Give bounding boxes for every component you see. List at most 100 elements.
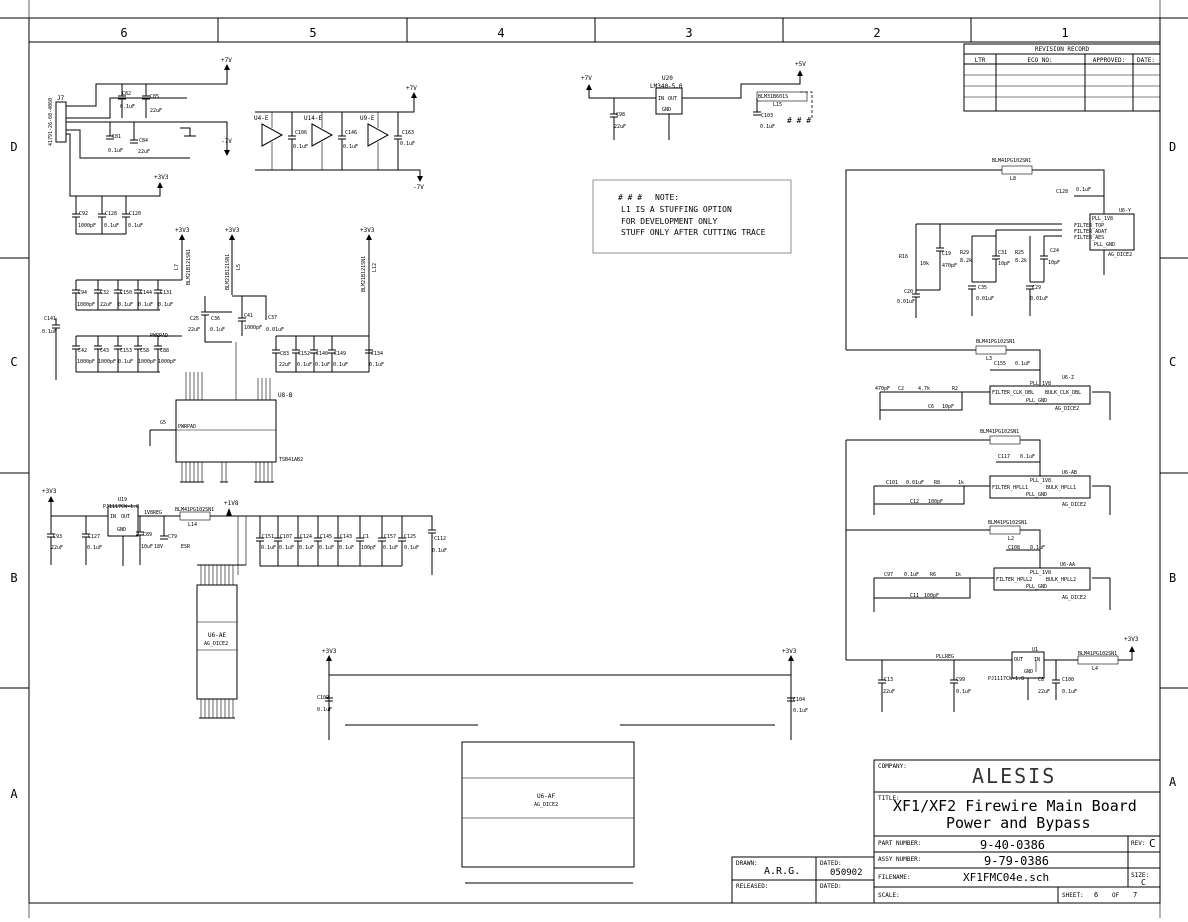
c120-ref: C120 [129,211,141,217]
row-label-a-left: A [10,787,18,801]
l4-partnumber: BLM41PG102SN1 [1078,651,1117,657]
c25-value: 22uF [188,327,200,333]
tb-assy-label: ASSY NUMBER: [878,856,922,863]
l2-ref: L2 [1008,536,1014,542]
r2-value: 4.7k [918,386,930,392]
u1-ref: U1 [1032,647,1038,653]
c120-value: 0.1uF [128,223,143,229]
c32-value: 22uF [100,302,112,308]
u4e-ref: U4-E [254,115,269,122]
u20-regulator-section: +7V U20 LM340-5.0 IN OUT GND C98 22uF +5… [581,61,813,140]
u6aa-pin-gnd: PLL_GND [1026,584,1047,590]
u1-pin-out: OUT [1014,657,1023,663]
u6ab-pin-pll1v8: PLL_1V8 [1030,478,1051,484]
c127-value: 0.1uF [87,545,102,551]
c124-ref: C124 [300,534,312,540]
r25-value: 8.2k [1015,258,1027,264]
rail-p7v-label-a: +7V [221,57,232,64]
c12-ref: C12 [910,499,919,505]
c41-ref: C41 [244,313,253,319]
c6-value: 10pF [942,404,954,410]
c153-value: 0.1uF [118,359,133,365]
l14-partnumber: BLM41PG102SN1 [175,507,214,513]
c85-ref: C85 [150,94,159,100]
u6ae-ref: U6-AE [208,632,226,639]
c128-value: 0.1uF [104,223,119,229]
tb-released-label: RELEASED: [736,883,769,890]
c106-ref: C106 [295,130,307,136]
c150-ref: C150 [120,290,132,296]
c37-ref: C37 [268,315,277,321]
note-marker: # # # [618,193,642,202]
pwrpad-label-top: PWRPAD [150,333,168,339]
c157-value: 0.1uF [383,545,398,551]
c93-value: 22uF [51,545,63,551]
tb-part-number: 9-40-0386 [980,838,1046,852]
c108-value: 0.1uF [1030,545,1045,551]
c43-ref: C43 [100,348,109,354]
c20-value: 0.01uF [897,299,915,305]
revision-title: REVISION RECORD [1035,46,1090,53]
l4-ref: L4 [1092,666,1098,672]
c98-value: 22uF [614,124,626,130]
u6aa-pin-pll1v8: PLL_1V8 [1030,570,1051,576]
c1-ref: C1 [363,534,369,540]
c83-value: 22uF [279,362,291,368]
col-label-5: 5 [309,26,316,40]
r8-value: 1k [958,480,964,486]
c11-value: 100pF [924,593,939,599]
c163-ref: C163 [402,130,414,136]
c107-value: 0.1uF [279,545,294,551]
note-label: NOTE: [655,193,679,202]
c89-value: 10uF [141,544,153,550]
r2-ref: R2 [952,386,958,392]
u8b-ref: U8-B [278,392,293,399]
c134-value: 0.1uF [369,362,384,368]
c32-ref: C32 [100,290,109,296]
c100-ref: C100 [1062,677,1074,683]
tb-title-line1: XF1/XF2 Firewire Main Board [893,797,1137,815]
c99-ref: C99 [956,677,965,683]
c13-ref: C13 [884,677,893,683]
c81-value: 0.1uF [108,148,123,154]
c83-ref: C83 [280,351,289,357]
u19-1v8-regulator-section: +3V3 U19 PJ1117CW-1.8 IN OUT GND 1V8REG … [42,488,447,575]
c29-value: 0.01uF [1030,296,1048,302]
rail-p3v3-label-b: +3V3 [175,227,190,234]
c101-value: 0.01uF [906,480,924,486]
c84-ref: C84 [139,138,148,144]
c101-ref: C101 [886,480,898,486]
c58-ref: C58 [140,348,149,354]
tb-dated-label: DATED: [820,860,842,867]
l2-partnumber: BLM41PG102SN1 [988,520,1027,526]
revision-col-ltr: LTR [975,57,986,64]
u8b-partnumber: TSB41AB2 [279,457,303,463]
rail-p7v-label-b: +7V [406,85,417,92]
opamp-power-section: +7V -7V U4-E U14-E U9-E C106 0.1uF C146 … [254,85,424,191]
c29-ref: C29 [1032,285,1041,291]
u6y-pin-pll1v8: PLL_1V8 [1092,216,1113,222]
u6z-pll-section: BLM41PG102SN1 L3 C155 0.1uF U6-Z PLL_1V8… [846,339,1111,420]
c128b-ref: C128 [1056,189,1068,195]
c100-value: 0.1uF [1062,689,1077,695]
tb-company: ALESIS [972,764,1057,788]
u8-decoupling-bank: C141 0.1uF C94 1000pF C32 22uF C150 0.1u… [42,279,384,380]
tb-size-label: SIZE: [1131,872,1150,879]
c157-ref: C157 [384,534,396,540]
tb-part-label: PART NUMBER: [878,840,922,847]
tb-of-label: OF [1112,892,1120,899]
j7-connector-section: J7 41791-26-60-4060 +7V -7V C82 0.1uF C8… [48,57,232,235]
j7-ref: J7 [57,95,65,102]
u6z-partnumber: AG_DICE2 [1055,406,1079,412]
c13-value: 22uF [883,689,895,695]
g5-pin: G5 [160,420,166,426]
c20-ref: C20 [904,289,913,295]
row-label-a-right: A [1169,775,1177,789]
c36-value: 0.1uF [210,327,225,333]
c92-ref: C92 [79,211,88,217]
c8-ref: C8 [1038,677,1044,683]
tb-filename: XF1FMC04e.sch [963,871,1050,884]
l12-ref: L12 [372,263,378,272]
revision-col-approved: APPROVED: [1093,57,1126,64]
